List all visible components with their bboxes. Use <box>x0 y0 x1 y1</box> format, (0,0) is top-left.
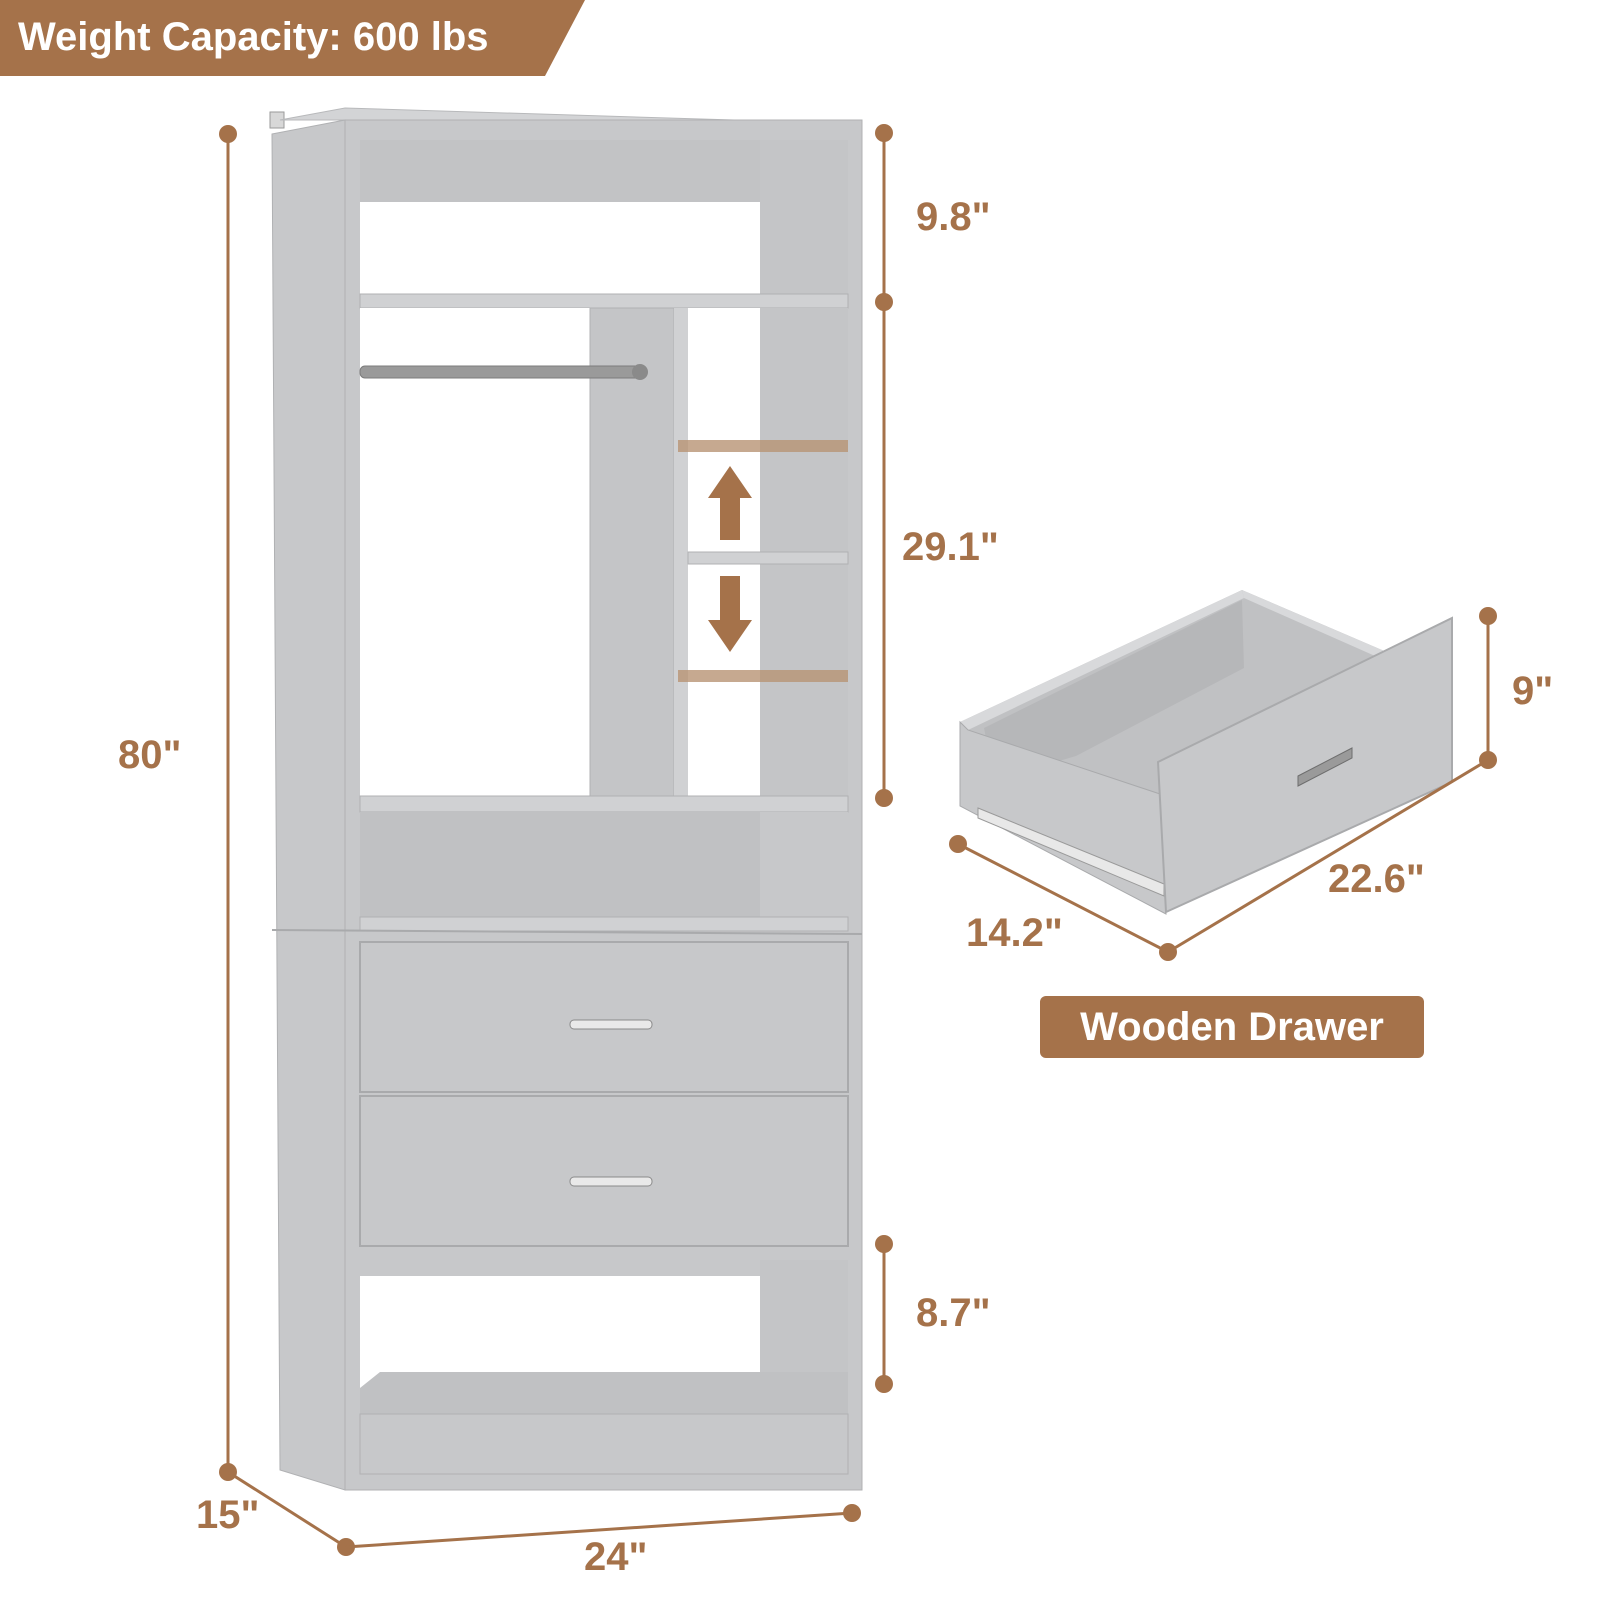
wardrobe-illustration <box>269 107 863 1491</box>
adjustable-shelf-lower <box>678 670 848 682</box>
width-label: 24" <box>584 1535 647 1579</box>
center-divider <box>589 307 675 799</box>
drawer-2-handle <box>569 1176 653 1187</box>
wooden-drawer-label: Wooden Drawer <box>1080 1005 1384 1049</box>
total-height-label: 80" <box>118 733 181 777</box>
weight-capacity-banner: Weight Capacity: 600 lbs <box>0 0 585 76</box>
drawer-1 <box>359 941 849 1093</box>
drawer-width-label: 22.6" <box>1328 857 1425 901</box>
bottom-opening-label: 8.7" <box>916 1291 991 1335</box>
top-section-label: 9.8" <box>916 195 991 239</box>
depth-label: 15" <box>196 1493 259 1537</box>
hanging-rod <box>359 365 641 379</box>
wooden-drawer-badge: Wooden Drawer <box>1040 996 1424 1058</box>
middle-shelf <box>359 795 849 813</box>
wardrobe-side-panel <box>271 119 346 1491</box>
drawer-1-handle <box>569 1019 653 1030</box>
adjustable-shelf-upper <box>678 440 848 452</box>
rod-bracket <box>632 364 648 380</box>
drawer-depth-label: 14.2" <box>966 911 1063 955</box>
drawer-handle <box>1297 747 1353 787</box>
drawer-2 <box>359 1095 849 1247</box>
weight-capacity-text: Weight Capacity: 600 lbs <box>18 15 489 59</box>
adjust-arrows-icon <box>708 466 752 652</box>
middle-section-label: 29.1" <box>902 525 999 569</box>
drawer-slide-rail <box>977 807 1165 897</box>
top-shelf <box>359 293 849 309</box>
drawer-height-label: 9" <box>1512 669 1553 713</box>
drawer-illustration <box>959 590 1453 915</box>
adjustable-shelf <box>687 551 849 565</box>
wardrobe-dimension-lines <box>219 124 893 1556</box>
drawer-dimension-lines <box>949 607 1497 961</box>
base-kickplate <box>359 1413 849 1475</box>
